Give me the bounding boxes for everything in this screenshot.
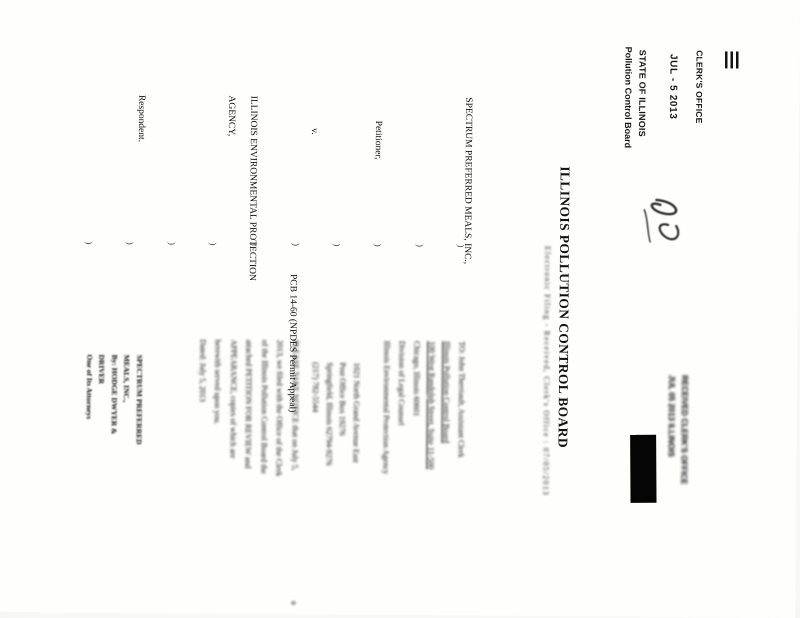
- blurred-line: (217) 782-5544: [311, 362, 321, 413]
- board-title: ILLINOIS POLLUTION CONTROL BOARD: [555, 166, 573, 449]
- handwritten-scribble-icon: [643, 198, 680, 243]
- blurred-line: herewith served upon you.: [213, 339, 223, 425]
- blurred-line: Springfield, Illinois 62794-9276: [324, 362, 335, 466]
- divider-paren: ): [414, 243, 425, 248]
- notice-paragraph-block: PLEASE TAKE NOTICE that on July 5, 2013,…: [193, 339, 303, 568]
- respondent-name-line1: ILLINOIS ENVIRONMENTAL PROTECTION: [246, 95, 259, 281]
- divider-paren: ): [125, 241, 136, 245]
- service-list-block: TO: John Therriault, Assistant Clerk Ill…: [377, 341, 469, 578]
- blurred-line: Chicago, Illinois 60601: [411, 340, 422, 417]
- respondent-label: Respondent.: [135, 94, 147, 143]
- blurred-line: MEALS, INC.,: [122, 354, 132, 403]
- blurred-line: attached PETITION FOR REVIEW and: [243, 339, 254, 469]
- blurred-line: of the Illinois Pollution Control Board …: [259, 339, 270, 475]
- stamp-lines-icon: [724, 51, 739, 69]
- respondent-name-line2: AGENCY,: [225, 95, 237, 137]
- blurred-line: One of Its Attorneys: [84, 354, 95, 420]
- blurred-line: Illinois Environmental Protection Agency: [381, 340, 392, 475]
- blurred-line: SPECTRUM PREFERRED: [134, 354, 145, 445]
- stamp-board-line: Pollution Control Board: [622, 46, 634, 149]
- divider-paren: ): [166, 242, 177, 246]
- blackout-bar: [630, 434, 657, 503]
- divider-paren: ): [249, 242, 260, 246]
- efiling-mark-line: RECEIVED CLERK'S OFFICE: [679, 375, 690, 485]
- blurred-line: APPEARANCE, copies of which are: [228, 339, 239, 459]
- received-stamp: CLERK'S OFFICE JUL - 5 2013 STATE OF ILL…: [608, 45, 741, 206]
- blurred-line: Illinois Pollution Control Board: [441, 341, 452, 444]
- stamp-state-line: STATE OF ILLINOIS: [636, 49, 648, 137]
- blurred-line: 2013, we filed with the Office of the Cl…: [274, 339, 285, 477]
- blurred-line: Dated: July 5, 2013: [197, 339, 208, 403]
- caption-divider: ) ) ) ) ) ) ) ) ) ): [84, 241, 466, 254]
- efiling-mark-line: JUL 05 2013 ILLINOIS: [666, 374, 677, 458]
- signature-block: SPECTRUM PREFERRED MEALS, INC., By: HODG…: [82, 354, 145, 458]
- blurred-line: Division of Legal Counsel: [396, 340, 407, 426]
- divider-paren: ): [456, 244, 467, 248]
- divider-paren: ): [84, 241, 95, 245]
- scan-speck: [291, 601, 296, 605]
- divider-paren: ): [373, 243, 384, 247]
- stamp-date-line: JUL - 5 2013: [667, 53, 679, 120]
- blurred-line: 100 West Randolph Street, Suite 11-500: [426, 341, 437, 470]
- petitioner-name: SPECTRUM PREFERRED MEALS, INC.,: [461, 97, 474, 265]
- address-block: 1021 North Grand Avenue East Post Office…: [308, 362, 364, 566]
- divider-paren: ): [290, 243, 301, 247]
- versus: v.: [308, 128, 319, 135]
- petitioner-label: Petitioner,: [372, 120, 384, 160]
- blurred-line: By: HODGE DWYER & DRIVER: [97, 354, 120, 435]
- blurred-line: TO: John Therriault, Assistant Clerk: [456, 341, 467, 458]
- blurred-line: Post Office Box 19276: [338, 362, 348, 436]
- divider-paren: ): [332, 243, 343, 247]
- stamp-office-line: CLERK'S OFFICE: [694, 50, 705, 124]
- blurred-line: 1021 North Grand Avenue East: [351, 362, 362, 463]
- blurred-line: PLEASE TAKE NOTICE that on July 5,: [290, 340, 301, 471]
- efiling-receipt-mark: RECEIVED CLERK'S OFFICE JUL 05 2013 ILLI…: [664, 375, 691, 520]
- divider-paren: ): [208, 242, 219, 246]
- efiling-header-line: Electronic Filing - Received, Clerk's Of…: [541, 245, 553, 497]
